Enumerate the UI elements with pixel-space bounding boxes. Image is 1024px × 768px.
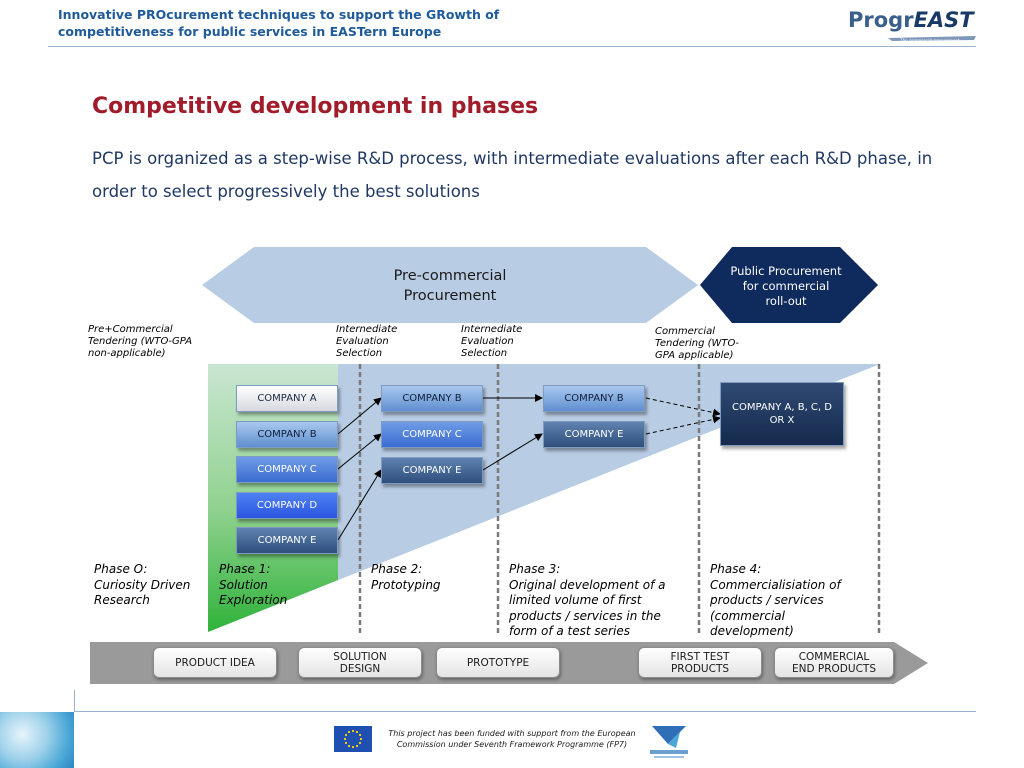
phase1-company-d: COMPANY D [236,492,338,519]
arrow-p2e-to-p3e [482,433,543,471]
label-line: non-applicable) [88,348,166,359]
project-title-line1: Innovative PROcurement techniques to sup… [58,7,500,22]
phase-4-label: Phase 4: Commercialisiation of products … [710,562,841,640]
precommercial-label-line2: Procurement [404,288,497,304]
phase-line: Research [94,593,150,607]
footer-divider [74,711,976,712]
phase1-company-a: COMPANY A [236,385,338,412]
logo-tagline: The commercial procurement [900,38,960,43]
label-line: GPA applicable) [655,350,734,361]
phase-line: limited volume of first [509,593,642,607]
label-line: Internediate [336,324,398,335]
label-line: Pre+Commercial [88,324,173,335]
step-line: COMMERCIAL [798,650,870,663]
phase-line: Phase 1: [219,562,271,576]
footer-decoration [0,712,74,768]
phase-line: Commercialisiation of [710,577,841,592]
arrow-p3e-to-final [645,415,721,435]
funnel-triangle [208,364,880,632]
logo-prog-text: Progr [848,8,914,32]
phase1-company-b: COMPANY B [236,421,338,448]
phase3-company-b: COMPANY B [543,385,645,412]
label-line: Evaluation [336,336,389,347]
phase-line: development) [710,624,794,638]
public-label-line1: Public Procurement [730,264,842,278]
precommercial-label-line1: Pre-commercial [394,268,507,284]
arrow-p1b-to-p2b [337,397,382,435]
funding-notice: This project has been funded with suppor… [382,728,642,750]
label-line: Tendering (WTO-GPA [88,336,193,347]
step-line: END PRODUCTS [792,662,876,675]
phase-line: Phase 2: [371,562,423,576]
phase-line: Phase 4: [710,562,762,576]
arrow-p1e-to-p2e [337,469,382,541]
project-title: Innovative PROcurement techniques to sup… [58,6,578,40]
phase-line: Solution [219,577,268,592]
slide-title: Competitive development in phases [92,94,539,119]
label-precommercial-tendering: Pre+Commercial Tendering (WTO-GPA non-ap… [88,324,192,360]
project-title-line2: competitiveness for public services in E… [58,24,442,39]
label-line: Evaluation [461,336,514,347]
header-divider [48,46,976,47]
arrow-p3b-to-final [645,397,721,417]
step-line: PROTOTYPE [466,656,530,669]
precommercial-arrow [202,247,698,323]
label-line: Commercial [655,326,716,337]
phase-line: Exploration [219,593,288,607]
logo-east-text: EAST [913,8,974,32]
step-line: SOLUTION [333,650,387,663]
step-line: FIRST TEST [670,650,730,663]
phase-1-label: Phase 1: Solution Exploration [219,562,287,609]
label-evaluation-2: Internediate Evaluation Selection [461,324,522,360]
step-prototype: PROTOTYPE [436,647,560,678]
label-line: Selection [336,348,383,359]
label-commercial-tendering: Commercial Tendering (WTO- GPA applicabl… [655,326,739,362]
logo-swoosh-icon: The commercial procurement [888,36,976,43]
phase-line: Curiosity Driven [94,577,191,592]
eu-stars-icon [343,729,363,749]
fp7-logo-icon [650,726,688,758]
label-evaluation-1: Internediate Evaluation Selection [336,324,397,360]
phase-line: products / services [710,593,824,607]
step-line: DESIGN [339,662,381,675]
phase-line: Phase O: [94,562,148,576]
phase-0-label: Phase O: Curiosity Driven Research [94,562,190,609]
funding-line1: This project has been funded with suppor… [388,729,636,738]
phase2-company-e: COMPANY E [381,457,483,484]
phase-2-label: Phase 2: Prototyping [371,562,441,593]
public-label-line2: for commercial [743,279,830,293]
phase2-company-c: COMPANY C [381,421,483,448]
phase-line: Phase 3: [509,562,561,576]
final-company: COMPANY A, B, C, D OR X [720,382,844,446]
phase-line: form of a test series [509,624,630,638]
label-line: Tendering (WTO- [655,338,739,349]
phase1-company-e: COMPANY E [236,527,338,554]
public-label-line3: roll-out [765,294,807,308]
step-product-idea: PRODUCT IDEA [153,647,277,678]
eu-flag-icon [334,726,372,752]
step-line: PRODUCT IDEA [175,656,255,669]
footer-vertical-divider [74,690,75,712]
phase2-company-b: COMPANY B [381,385,483,412]
phase-line: Original development of a [509,577,666,592]
phase3-company-e: COMPANY E [543,421,645,448]
label-line: Selection [461,348,508,359]
step-line: PRODUCTS [670,662,730,675]
public-procurement-arrow [700,247,878,323]
phase-line: (commercial [710,608,785,623]
phase-line: products / services in the [509,608,661,623]
progreast-logo: ProgrEAST The commercial procurement [848,8,978,43]
slide-subtitle: PCP is organized as a step-wise R&D proc… [92,149,933,201]
phase1-company-c: COMPANY C [236,456,338,483]
phase-line: Prototyping [371,577,441,592]
phase-3-label: Phase 3: Original development of a limit… [509,562,665,640]
label-line: Internediate [461,324,523,335]
funding-line2: Commission under Seventh Framework Progr… [396,740,628,749]
arrow-p1c-to-p2c [337,433,382,470]
